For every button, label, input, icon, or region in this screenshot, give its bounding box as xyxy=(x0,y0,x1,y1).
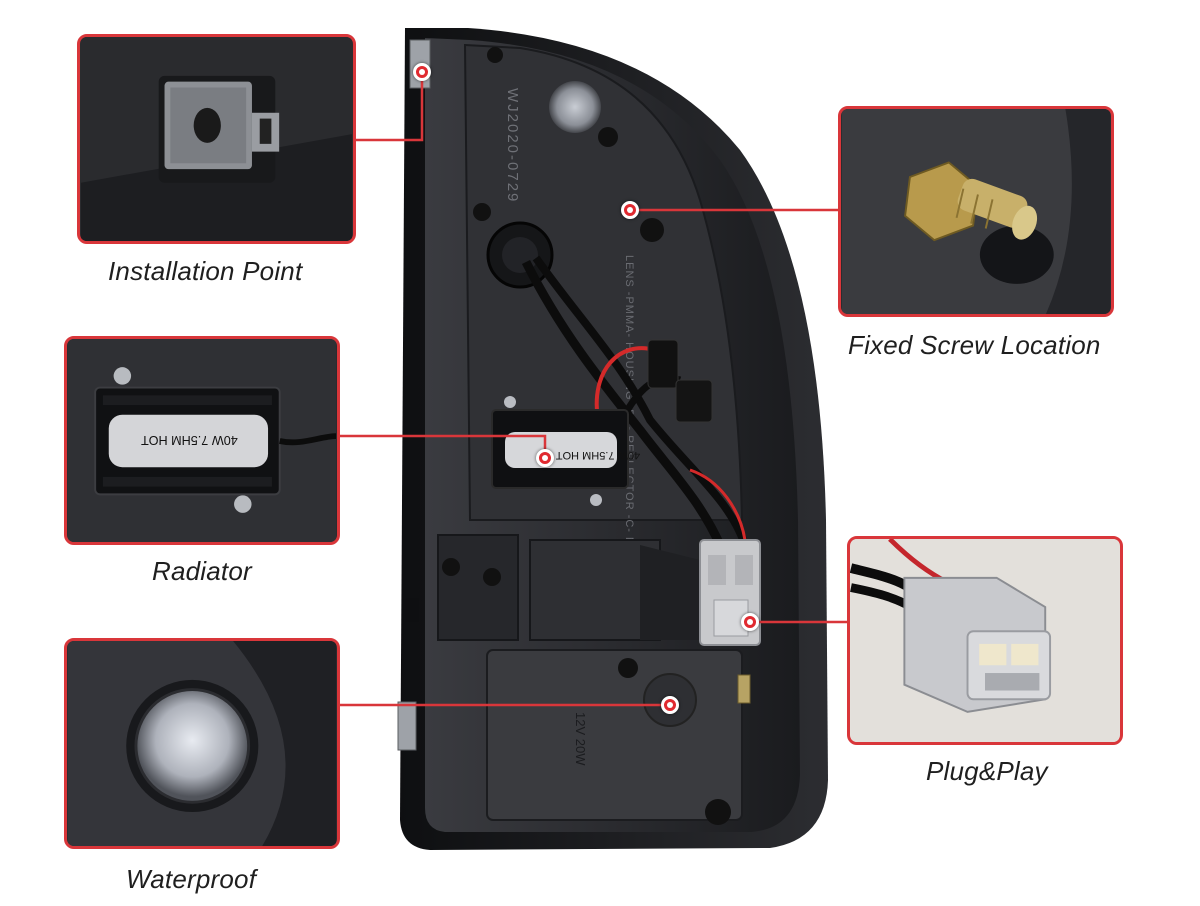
bulb-access-panel xyxy=(486,649,743,821)
hotspot-plug xyxy=(741,613,759,631)
mold-number-text: WJ2020-0729 xyxy=(504,88,521,203)
bottom-stud xyxy=(737,674,751,704)
inline-connector xyxy=(647,339,679,389)
caption-fixed-screw: Fixed Screw Location xyxy=(848,330,1101,360)
inset-plug-play xyxy=(847,536,1123,745)
hotspot-screw xyxy=(621,201,639,219)
hotspot-installation xyxy=(413,63,431,81)
screw-bolt-icon xyxy=(841,109,1111,314)
inset-fixed-screw xyxy=(838,106,1114,317)
caption-waterproof: Waterproof xyxy=(126,864,257,894)
inset-radiator: 40W 7.5HM HOT xyxy=(64,336,340,545)
caption-radiator: Radiator xyxy=(152,556,252,586)
vent-lens xyxy=(549,81,601,133)
back-plate xyxy=(463,43,744,521)
seal-cap-icon xyxy=(67,641,337,846)
voltage-text: 12V 20W xyxy=(573,712,588,766)
svg-text:40W 7.5HM HOT: 40W 7.5HM HOT xyxy=(141,433,238,447)
hotspot-waterproof xyxy=(661,696,679,714)
inset-installation-point xyxy=(77,34,356,244)
radiator-label-text: 40W 7.5HM HOT xyxy=(556,449,641,461)
inset-waterproof xyxy=(64,638,340,849)
caption-installation-point: Installation Point xyxy=(108,256,303,286)
caption-plug-play: Plug&Play xyxy=(926,756,1048,786)
resistor-module-icon: 40W 7.5HM HOT xyxy=(67,339,337,542)
wiring-harness xyxy=(521,259,725,547)
clip-bracket-icon xyxy=(80,37,353,241)
connector-plug-icon xyxy=(850,539,1120,742)
hotspot-radiator xyxy=(536,449,554,467)
